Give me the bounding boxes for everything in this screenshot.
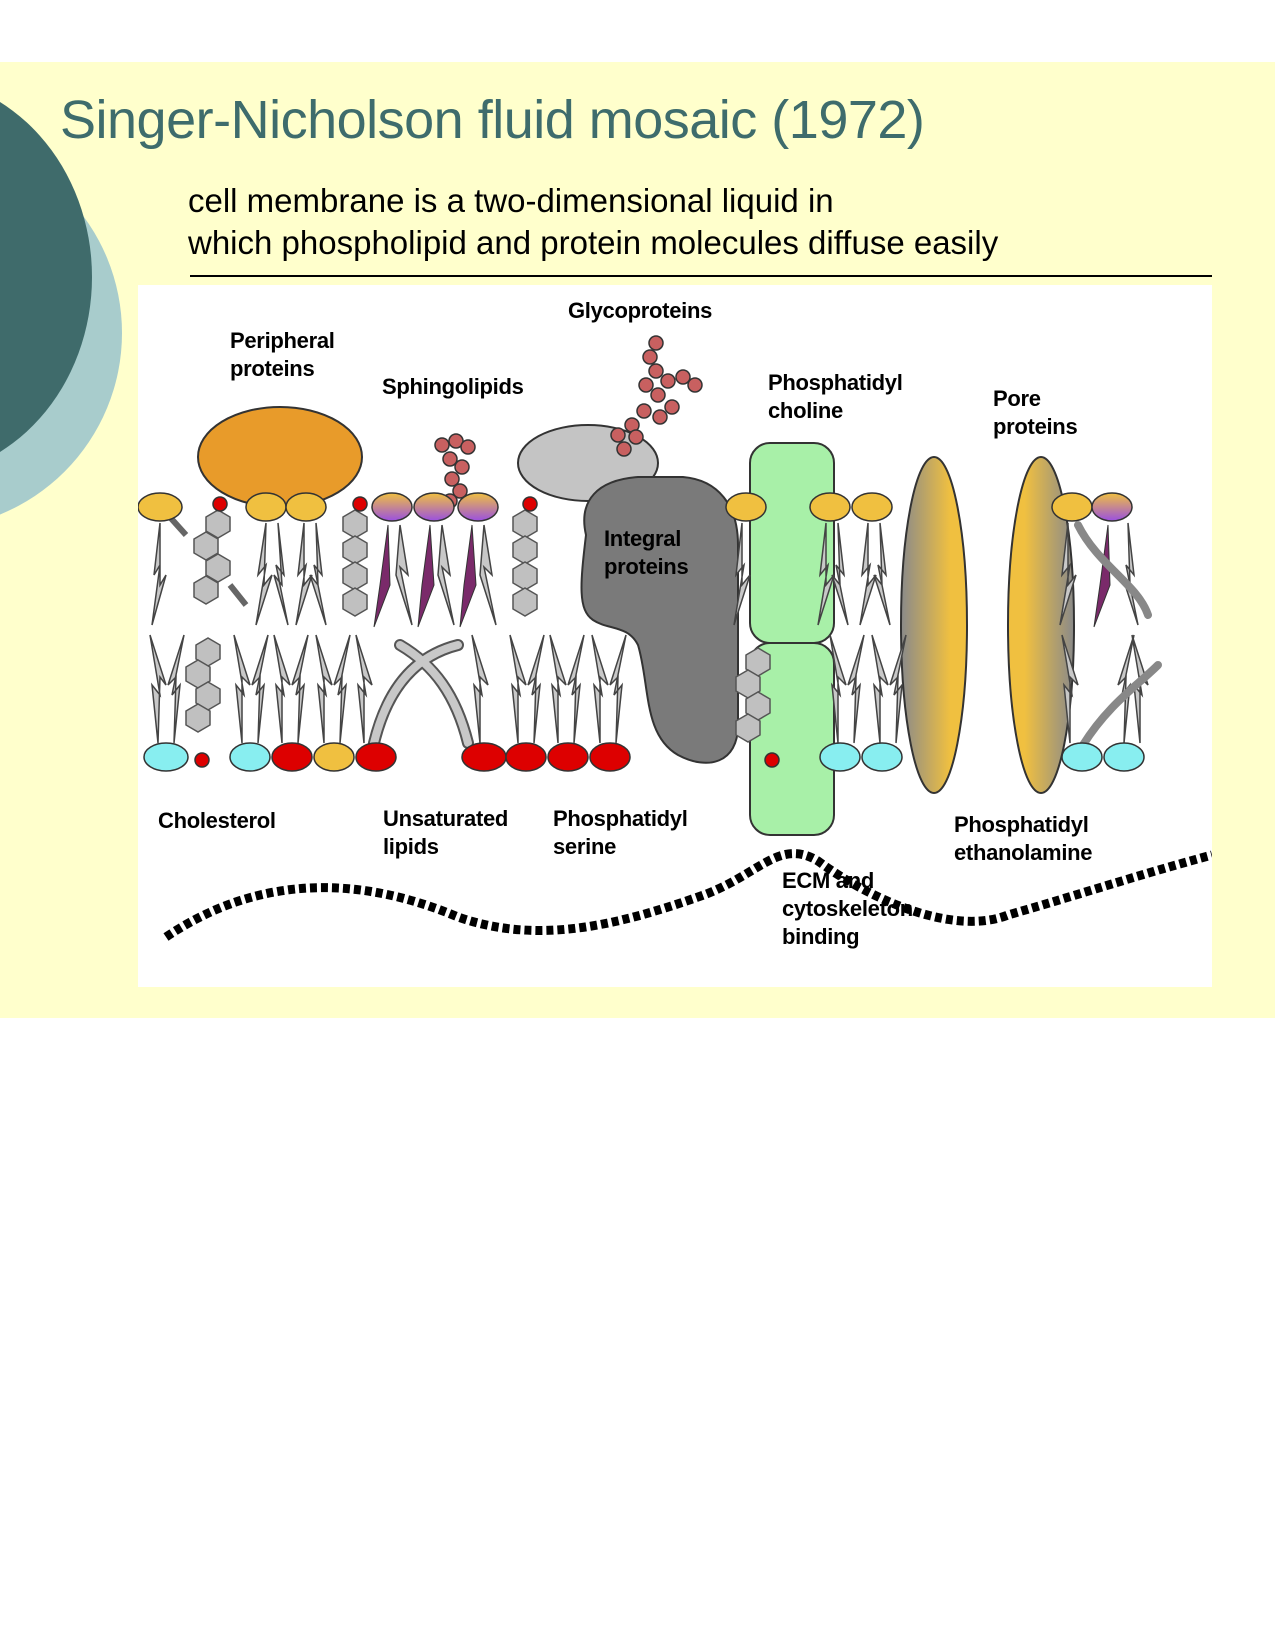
label-integral-proteins: Integral proteins <box>604 526 689 579</box>
glycoprotein-sugar-chain <box>610 335 703 457</box>
cholesterol-upper-3 <box>512 509 538 617</box>
label-phosphatidyl-choline: Phosphatidyl choline <box>768 370 903 423</box>
membrane-diagram: Glycoproteins Peripheral proteins Sphing… <box>138 285 1212 987</box>
integral-protein <box>580 476 739 764</box>
upper-leaflet-heads <box>138 492 1133 522</box>
label-cholesterol: Cholesterol <box>158 808 276 833</box>
lower-leaflet-tails <box>149 634 1149 744</box>
label-unsaturated-lipids: Unsaturated lipids <box>383 806 509 859</box>
label-phosphatidyl-ethanolamine: Phosphatidyl ethanolamine <box>954 812 1093 865</box>
cholesterol-upper <box>165 509 249 607</box>
sphingolipid-second-tails <box>395 524 497 626</box>
pore-protein-left <box>900 456 968 794</box>
cholesterol-upper-2 <box>342 509 368 617</box>
slide-title: Singer-Nicholson fluid mosaic (1972) <box>60 90 925 150</box>
divider-rule <box>190 275 1212 277</box>
peripheral-protein <box>197 406 363 508</box>
ecm-cytoskeleton-line <box>163 849 1212 941</box>
upper-leaflet-tails <box>151 522 1139 626</box>
lower-leaflet-heads <box>143 742 1145 772</box>
cholesterol-lower <box>185 637 221 733</box>
subtitle-line-1: cell membrane is a two-dimensional liqui… <box>188 182 834 219</box>
unsaturated-lipid-tails-inner <box>370 641 472 747</box>
right-crossing-tails <box>1074 521 1162 749</box>
label-pore-proteins: Pore proteins <box>993 386 1078 439</box>
slide: Singer-Nicholson fluid mosaic (1972) cel… <box>0 62 1275 1018</box>
membrane-illustration <box>138 335 1212 941</box>
label-phosphatidyl-serine: Phosphatidyl serine <box>553 806 688 859</box>
label-ecm-binding: ECM and cytoskeleton binding <box>782 868 913 949</box>
label-sphingolipids: Sphingolipids <box>382 374 524 399</box>
sphingolipid-sugar-chain <box>434 433 476 509</box>
subtitle-line-2: which phospholipid and protein molecules… <box>188 224 999 261</box>
label-glycoproteins: Glycoproteins <box>568 298 713 323</box>
pore-protein-right <box>1007 456 1075 794</box>
slide-subtitle: cell membrane is a two-dimensional liqui… <box>188 180 998 264</box>
cholesterol-lower-2 <box>735 647 771 743</box>
label-peripheral-proteins: Peripheral proteins <box>230 328 335 381</box>
